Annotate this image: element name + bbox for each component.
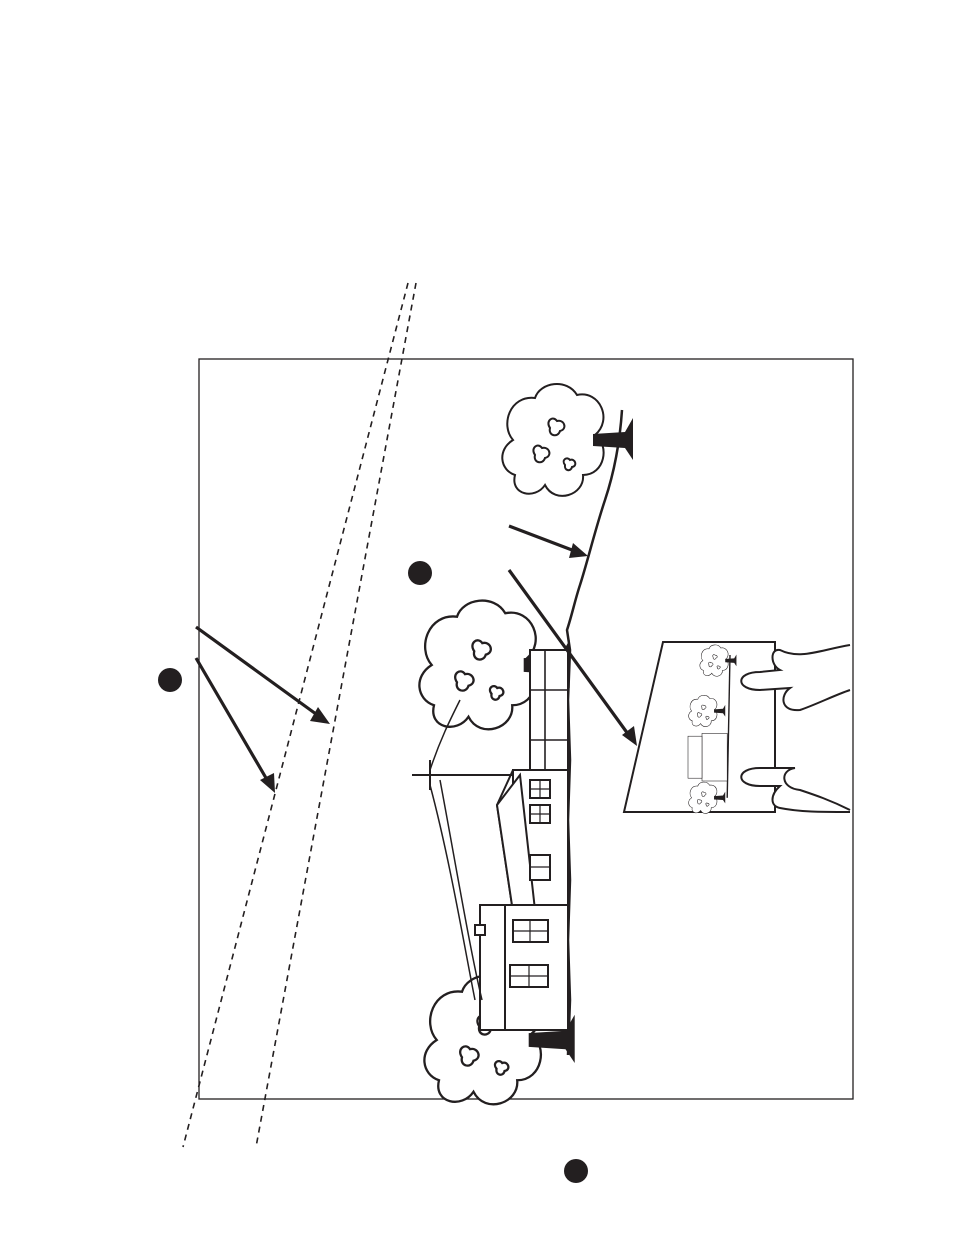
fence bbox=[530, 650, 568, 770]
scene-rotated bbox=[412, 384, 633, 1104]
callout-marker-bottom bbox=[564, 1159, 588, 1183]
dashed-guide-lines bbox=[183, 283, 416, 1147]
arrow-left-upper bbox=[196, 627, 316, 714]
tree-top bbox=[502, 384, 633, 496]
held-photo bbox=[624, 642, 850, 813]
arrow-mid-upper bbox=[509, 526, 572, 550]
callout-marker-left bbox=[158, 668, 182, 692]
house bbox=[475, 770, 568, 1030]
arrowhead-mid-upper bbox=[569, 543, 588, 558]
arrowhead-left-upper bbox=[310, 707, 330, 724]
dashed-line-inner bbox=[256, 283, 416, 1147]
dashed-line-outer bbox=[183, 283, 408, 1147]
callout-marker-middle bbox=[408, 561, 432, 585]
arrow-left-lower bbox=[196, 658, 266, 778]
arrowhead-left-lower bbox=[260, 773, 275, 793]
ground-line bbox=[567, 410, 622, 1055]
